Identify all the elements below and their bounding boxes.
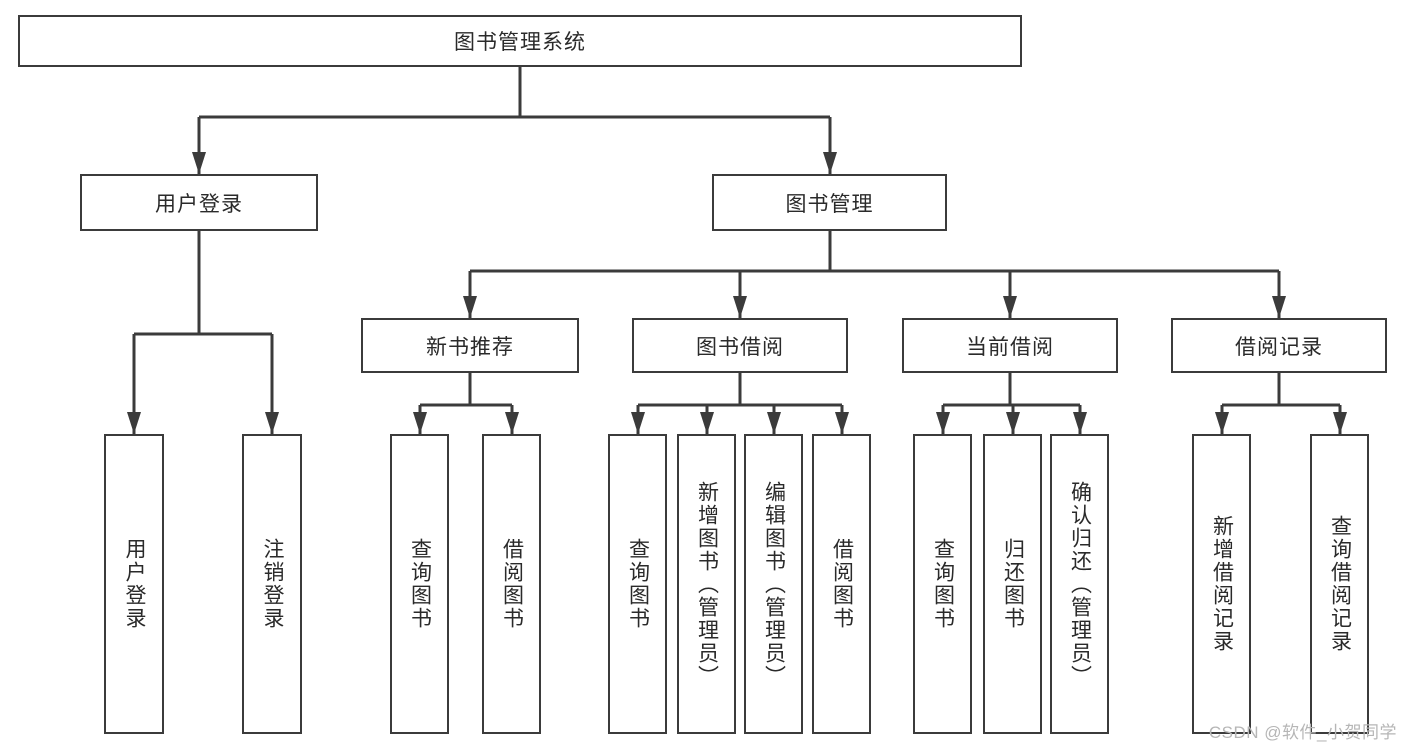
arrowhead-leaf-5 [631,412,645,434]
node-bookmgmt[interactable]: 图书管理 [712,174,947,231]
arrowhead-leaf-1 [127,412,141,434]
node-label: 用户登录 [123,538,147,630]
node-leaf-13[interactable]: 查询借阅记录 [1310,434,1369,734]
arrowhead-bookmgmt [823,152,837,174]
arrowhead-leaf-8 [835,412,849,434]
node-login[interactable]: 用户登录 [80,174,318,231]
node-label: 注销登录 [261,538,285,630]
node-label: 图书管理 [785,192,874,216]
arrowhead-records [1272,296,1286,318]
node-borrow[interactable]: 图书借阅 [632,318,848,373]
arrowhead-current [1003,296,1017,318]
arrowhead-borrow [733,296,747,318]
node-root[interactable]: 图书管理系统 [18,15,1022,67]
node-label: 新书推荐 [426,335,514,359]
arrowhead-login [192,152,206,174]
node-leaf-1[interactable]: 用户登录 [104,434,164,734]
node-label: 查询图书 [626,538,650,630]
node-label: 查询图书 [408,538,432,630]
arrowhead-leaf-3 [413,412,427,434]
node-label: 新增借阅记录 [1210,515,1234,653]
node-label: 用户登录 [155,192,243,216]
arrowhead-leaf-9 [936,412,950,434]
node-leaf-4[interactable]: 借阅图书 [482,434,541,734]
node-label: 新增图书（管理员） [695,480,719,688]
node-leaf-8[interactable]: 借阅图书 [812,434,871,734]
arrowhead-newbook [463,296,477,318]
arrowhead-leaf-6 [700,412,714,434]
arrowhead-leaf-11 [1073,412,1087,434]
node-leaf-6[interactable]: 新增图书（管理员） [677,434,736,734]
node-label: 图书管理系统 [454,31,586,54]
node-label: 编辑图书（管理员） [762,480,786,688]
arrowhead-leaf-2 [265,412,279,434]
node-current[interactable]: 当前借阅 [902,318,1118,373]
node-leaf-5[interactable]: 查询图书 [608,434,667,734]
arrowhead-leaf-12 [1215,412,1229,434]
arrowhead-leaf-7 [767,412,781,434]
node-label: 当前借阅 [966,335,1054,359]
node-label: 查询借阅记录 [1328,515,1352,653]
node-label: 查询图书 [931,538,955,630]
node-label: 图书借阅 [696,335,784,359]
node-label: 确认归还（管理员） [1068,480,1092,688]
node-label: 归还图书 [1001,538,1025,630]
node-newbook[interactable]: 新书推荐 [361,318,579,373]
node-label: 借阅图书 [830,538,854,630]
node-leaf-2[interactable]: 注销登录 [242,434,302,734]
node-leaf-7[interactable]: 编辑图书（管理员） [744,434,803,734]
node-label: 借阅记录 [1235,335,1323,359]
arrowhead-leaf-13 [1333,412,1347,434]
arrowhead-leaf-4 [505,412,519,434]
node-leaf-12[interactable]: 新增借阅记录 [1192,434,1251,734]
node-leaf-11[interactable]: 确认归还（管理员） [1050,434,1109,734]
watermark: CSDN @软件_小贺同学 [1208,723,1397,742]
node-leaf-3[interactable]: 查询图书 [390,434,449,734]
node-leaf-9[interactable]: 查询图书 [913,434,972,734]
node-records[interactable]: 借阅记录 [1171,318,1387,373]
arrowhead-leaf-10 [1006,412,1020,434]
node-label: 借阅图书 [500,538,524,630]
node-leaf-10[interactable]: 归还图书 [983,434,1042,734]
